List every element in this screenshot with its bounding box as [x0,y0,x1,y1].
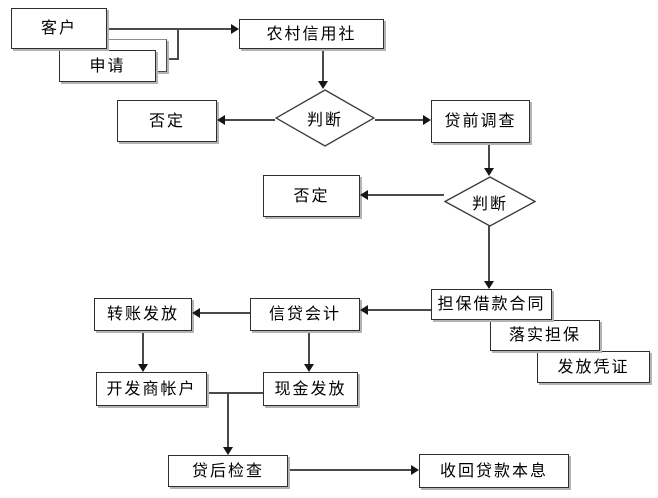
node-transfer-disbursement-label: 转账发放 [106,304,179,323]
connector-decision1-to-reject1-line [222,119,275,121]
node-postloan-inspection-label: 贷后检查 [191,460,264,480]
node-cash-disbursement-label: 现金发放 [274,378,347,398]
node-issue-voucher-label: 发放凭证 [557,356,630,376]
connector-creditacct-to-transfer-line [200,312,250,314]
node-decision2: 判断 [444,176,536,227]
arrowhead-into-creditunion-icon [231,24,239,34]
connector-transfer-to-developer-line [142,331,144,365]
node-developer-account: 开发商帐户 [96,372,207,406]
connector-decision2-to-reject2-line [366,194,444,196]
node-reject2: 否定 [263,175,360,217]
node-developer-account-label: 开发商帐户 [106,378,197,398]
connector-bridge-to-postloan-line [227,392,229,447]
connector-developer-cash-bridge-line [207,392,263,394]
node-customer: 客户 [11,8,107,49]
arrowhead-into-reject1-icon [217,115,225,125]
connector-creditacct-to-cash-line [308,331,310,365]
node-reject1-label: 否定 [148,110,185,130]
arrowhead-into-transfer-icon [192,308,200,318]
node-application-label: 申请 [89,55,126,75]
arrowhead-into-preloan-icon [423,115,431,125]
arrowhead-into-reject2-icon [360,190,368,200]
node-reject1: 否定 [117,100,217,142]
connector-stack-elbow-v [177,29,179,60]
node-recover-principal-interest-label: 收回贷款本息 [439,460,548,480]
node-preloan-investigation: 贷前调查 [431,100,530,143]
connector-stack-elbow-h [167,58,179,60]
connector-customer-to-creditunion-line [107,28,232,30]
node-customer-label: 客户 [40,18,77,37]
connector-creditunion-to-decision1-line [322,49,324,83]
connector-postloan-to-recover-line [288,469,411,471]
arrowhead-into-decision1-icon [318,81,328,89]
arrowhead-into-postloan-icon [223,447,233,455]
node-implement-guarantee: 落实担保 [490,320,600,351]
arrowhead-into-recover-icon [411,465,419,475]
arrowhead-into-cash-icon [304,364,314,372]
node-decision2-label: 判断 [471,193,508,213]
arrowhead-into-creditacct-icon [360,305,368,315]
arrowhead-into-contract-icon [484,281,494,289]
node-recover-principal-interest: 收回贷款本息 [419,454,569,488]
node-credit-union: 农村信用社 [239,19,384,49]
connector-preloan-to-decision2-line [488,143,490,169]
arrowhead-into-decision2-icon [484,168,494,176]
node-decision1-label: 判断 [306,110,343,129]
node-cash-disbursement: 现金发放 [263,372,358,406]
node-transfer-disbursement: 转账发放 [94,298,192,331]
node-postloan-inspection: 贷后检查 [168,455,288,487]
node-credit-accounting: 信贷会计 [250,298,360,331]
node-guaranteed-loan-contract: 担保借款合同 [431,289,552,320]
node-issue-voucher: 发放凭证 [537,351,650,383]
decision-diamond-shape [275,89,375,147]
connector-contract-to-creditacct-line [368,309,431,311]
node-guaranteed-loan-contract-label: 担保借款合同 [437,294,546,313]
node-preloan-investigation-label: 贷前调查 [444,111,517,130]
node-implement-guarantee-label: 落实担保 [508,325,581,344]
node-credit-union-label: 农村信用社 [266,23,357,43]
arrowhead-into-developer-icon [138,364,148,372]
node-application: 申请 [59,50,156,82]
connector-decision1-to-preloan-line [375,119,424,121]
node-credit-accounting-label: 信贷会计 [268,304,341,323]
node-decision1: 判断 [275,89,375,147]
connector-decision2-to-contract-line [488,226,490,282]
node-reject2-label: 否定 [293,185,330,205]
decision-diamond-shape [444,176,536,227]
